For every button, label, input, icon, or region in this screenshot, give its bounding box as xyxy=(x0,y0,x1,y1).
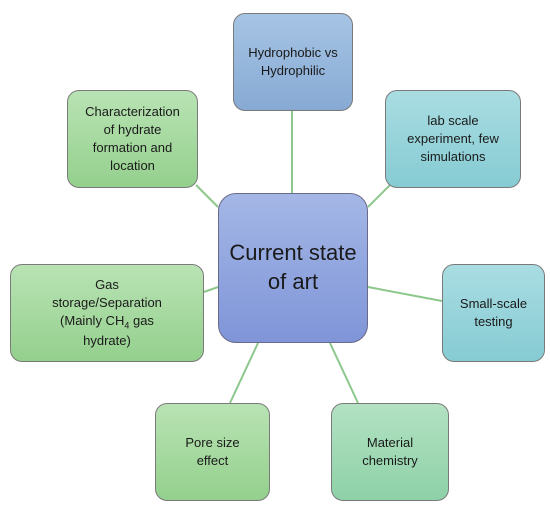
node-text-line: testing xyxy=(474,314,513,329)
node-current-state-of-art: Current state of art xyxy=(218,193,368,343)
node-text-line: effect xyxy=(196,453,229,468)
connector-top-right xyxy=(367,182,393,208)
node-text-line: Small-scale xyxy=(459,296,528,312)
connector-bottom-left xyxy=(229,342,259,404)
node-small-scale-testing: Small-scale testing xyxy=(442,264,545,362)
node-text-line: lab scale xyxy=(427,113,479,129)
node-text-line: hydrate) xyxy=(83,332,131,348)
node-text-line: Pore size xyxy=(185,435,240,451)
node-text-line: Hydrophobic vs xyxy=(248,45,338,61)
connector-left xyxy=(203,286,219,293)
node-characterization: Characterization of hydrate formation an… xyxy=(67,90,198,188)
node-text-line: simulations xyxy=(420,148,486,164)
node-text-line: Hydrophilic xyxy=(260,63,326,78)
node-text-fragment: (Mainly CH xyxy=(60,312,125,328)
connector-top-left xyxy=(195,184,219,208)
node-pore-size-effect: Pore size effect xyxy=(155,403,270,501)
node-text-line: Characterization xyxy=(85,104,180,120)
node-lab-scale-experiment: lab scale experiment, few simulations xyxy=(385,90,521,188)
subscript-four: 4 xyxy=(124,320,130,331)
node-text-line: Gas xyxy=(95,277,119,293)
node-text-line: location xyxy=(110,157,155,173)
center-text-line: Current state xyxy=(229,240,357,266)
center-text-line: of art xyxy=(267,269,319,294)
connector-bottom-right xyxy=(329,342,359,404)
node-material-chemistry: Material chemistry xyxy=(331,403,449,501)
node-text-line: experiment, few xyxy=(407,131,499,147)
node-text-line: Material xyxy=(366,435,414,451)
node-text-line: storage/Separation xyxy=(52,295,162,311)
node-text-fragment: gas xyxy=(129,312,154,328)
node-text-line: formation and xyxy=(92,140,173,155)
node-text-line: (Mainly CH4 gas xyxy=(60,312,154,332)
node-gas-storage-separation: Gas storage/Separation (Mainly CH4 gas h… xyxy=(10,264,204,362)
node-text-line: of hydrate xyxy=(103,122,162,138)
node-text-line: chemistry xyxy=(362,453,418,468)
node-hydrophobic-vs-hydrophilic: Hydrophobic vs Hydrophilic xyxy=(233,13,353,111)
connector-right xyxy=(367,286,443,302)
